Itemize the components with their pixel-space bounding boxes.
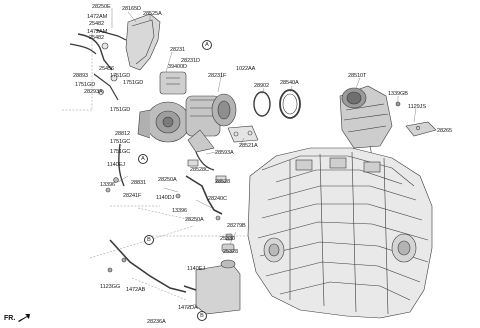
oil-feed-pipe (77, 33, 113, 71)
heat-shield-upper (125, 13, 161, 71)
callout-28510T: 28510T (348, 73, 367, 79)
support-bracket (405, 121, 437, 137)
callout-28528C: 28528C (190, 167, 209, 173)
callout-28250E: 28250E (92, 4, 111, 10)
callout-28231: 28231 (170, 47, 186, 53)
callout-28265: 28265 (437, 128, 453, 134)
callout-1022AA: 1022AA (236, 66, 256, 72)
front-arrow-icon (18, 314, 31, 322)
callout-1472DA: 1472DA (178, 305, 198, 311)
flange-gasket (227, 125, 259, 143)
callout-1751GD: 1751GD (110, 107, 131, 113)
callout-28165D: 28165D (122, 6, 141, 12)
callout-1472AM: 1472AM (87, 29, 108, 35)
callout-39400D: 39400D (168, 64, 187, 70)
turbocharger-body (137, 93, 237, 153)
callout-1472AB: 1472AB (126, 287, 146, 293)
callout-13396: 13396 (172, 208, 188, 214)
callout-1129JS: 1129JS (408, 104, 426, 110)
reference-marker-a: A (202, 40, 212, 50)
callout-1751GC: 1751GC (110, 149, 131, 155)
callout-28525A: 28525A (143, 11, 162, 17)
callout-1751GD: 1751GD (75, 82, 96, 88)
callout-28250A: 28250A (185, 217, 204, 223)
callout-28521A: 28521A (239, 143, 258, 149)
callout-28540A: 28540A (280, 80, 299, 86)
callout-25482: 25482 (89, 35, 105, 41)
callout-28893: 28893 (73, 73, 89, 79)
callout-28236A: 28236A (147, 319, 166, 325)
callout-28293A: 28293A (84, 89, 103, 95)
front-direction-label: FR. (4, 314, 16, 322)
callout-28593A: 28593A (215, 150, 234, 156)
callout-28812: 28812 (115, 131, 131, 137)
callout-25456: 25456 (99, 66, 115, 72)
front-direction-indicator: FR. (4, 313, 31, 323)
callout-25328: 25328 (223, 249, 239, 255)
reference-marker-a: A (138, 154, 148, 164)
callout-28231D: 28231D (181, 58, 200, 64)
callout-28241F: 28241F (123, 193, 142, 199)
callout-1339GB: 1339GB (388, 91, 408, 97)
callout-25330: 25330 (220, 236, 236, 242)
callout-1140EJ: 1140EJ (187, 266, 205, 272)
callout-1751GC: 1751GC (110, 139, 131, 145)
catalytic-converter (339, 85, 393, 157)
wastegate-actuator (159, 71, 187, 95)
coolant-reservoir (107, 233, 241, 315)
callout-28250A: 28250A (158, 177, 177, 183)
reference-marker-b: B (197, 311, 207, 321)
callout-25482: 25482 (89, 21, 105, 27)
reference-marker-b: B (144, 235, 154, 245)
gasket-ring (253, 91, 271, 117)
callout-1751GD: 1751GD (110, 73, 131, 79)
callout-1472AM: 1472AM (87, 14, 108, 20)
callout-13396: 13396 (100, 182, 116, 188)
callout-28279B: 28279B (227, 223, 246, 229)
engine-block (247, 147, 433, 319)
callout-28831: 28831 (131, 180, 147, 186)
callout-1140DJ: 1140DJ (156, 195, 175, 201)
callout-28240C: 28240C (208, 196, 227, 202)
callout-1140EJ: 1140EJ (107, 162, 125, 168)
callout-28528: 28528 (215, 179, 231, 185)
callout-28902: 28902 (254, 83, 270, 89)
callout-1751GD: 1751GD (123, 80, 144, 86)
oil-return-pipe (118, 143, 125, 187)
callout-1123GG: 1123GG (100, 284, 121, 290)
callout-28231F: 28231F (208, 73, 227, 79)
